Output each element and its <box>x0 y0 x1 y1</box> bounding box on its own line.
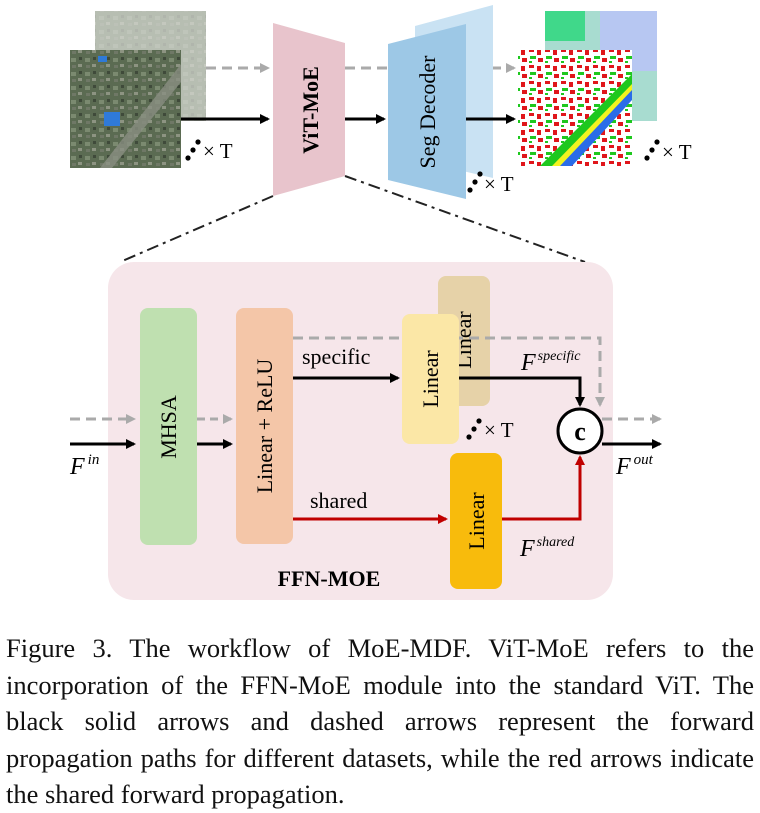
vit-moe-block <box>273 23 345 196</box>
seg-decoder-label: Seg Decoder <box>415 55 440 169</box>
dashed-path-specific <box>293 336 605 407</box>
input-image-stack <box>70 11 206 168</box>
repeat-dots-3 <box>644 139 660 161</box>
linear-shared-label: Linear <box>464 492 489 550</box>
linear-relu-label: Linear + ReLU <box>252 359 277 494</box>
output-segmentation-stack <box>518 11 657 166</box>
seg-decoder-block <box>388 24 466 199</box>
times-t-2: × T <box>484 172 514 196</box>
repeat-dots-1 <box>185 139 201 161</box>
concat-label: c <box>574 417 586 446</box>
vit-moe-label: ViT-MoE <box>298 66 323 154</box>
linear-specific-label: Linear <box>418 350 443 408</box>
specific-label: specific <box>302 344 371 369</box>
concat-node <box>556 407 604 455</box>
caption-text: The workflow of MoE-MDF. ViT-MoE refers … <box>6 633 754 809</box>
repeat-dots-panel <box>466 418 482 440</box>
shared-to-concat-arrow <box>502 455 585 521</box>
ffn-moe-title: FFN-MOE <box>278 566 381 591</box>
mhsa-label: MHSA <box>156 395 181 459</box>
shared-label: shared <box>310 488 367 513</box>
moe-mdf-diagram: × T ViT-MoE Seg Decoder × T × T <box>69 5 692 600</box>
mhsa-block <box>140 308 197 545</box>
figure-caption: Figure 3. The workflow of MoE-MDF. ViT-M… <box>6 630 754 813</box>
times-t-panel: × T <box>484 418 514 442</box>
linear-specific-block <box>402 314 459 444</box>
repeat-dots-2 <box>467 171 483 193</box>
zoom-line-left <box>119 195 274 263</box>
specific-to-concat-arrow <box>459 376 585 407</box>
zoom-line-right <box>344 175 586 263</box>
figure-label: Figure 3. <box>6 633 113 663</box>
times-t-3: × T <box>662 140 692 164</box>
linear-shared-block <box>450 453 502 589</box>
times-t-1: × T <box>203 139 233 163</box>
linear-relu-block <box>236 308 293 544</box>
